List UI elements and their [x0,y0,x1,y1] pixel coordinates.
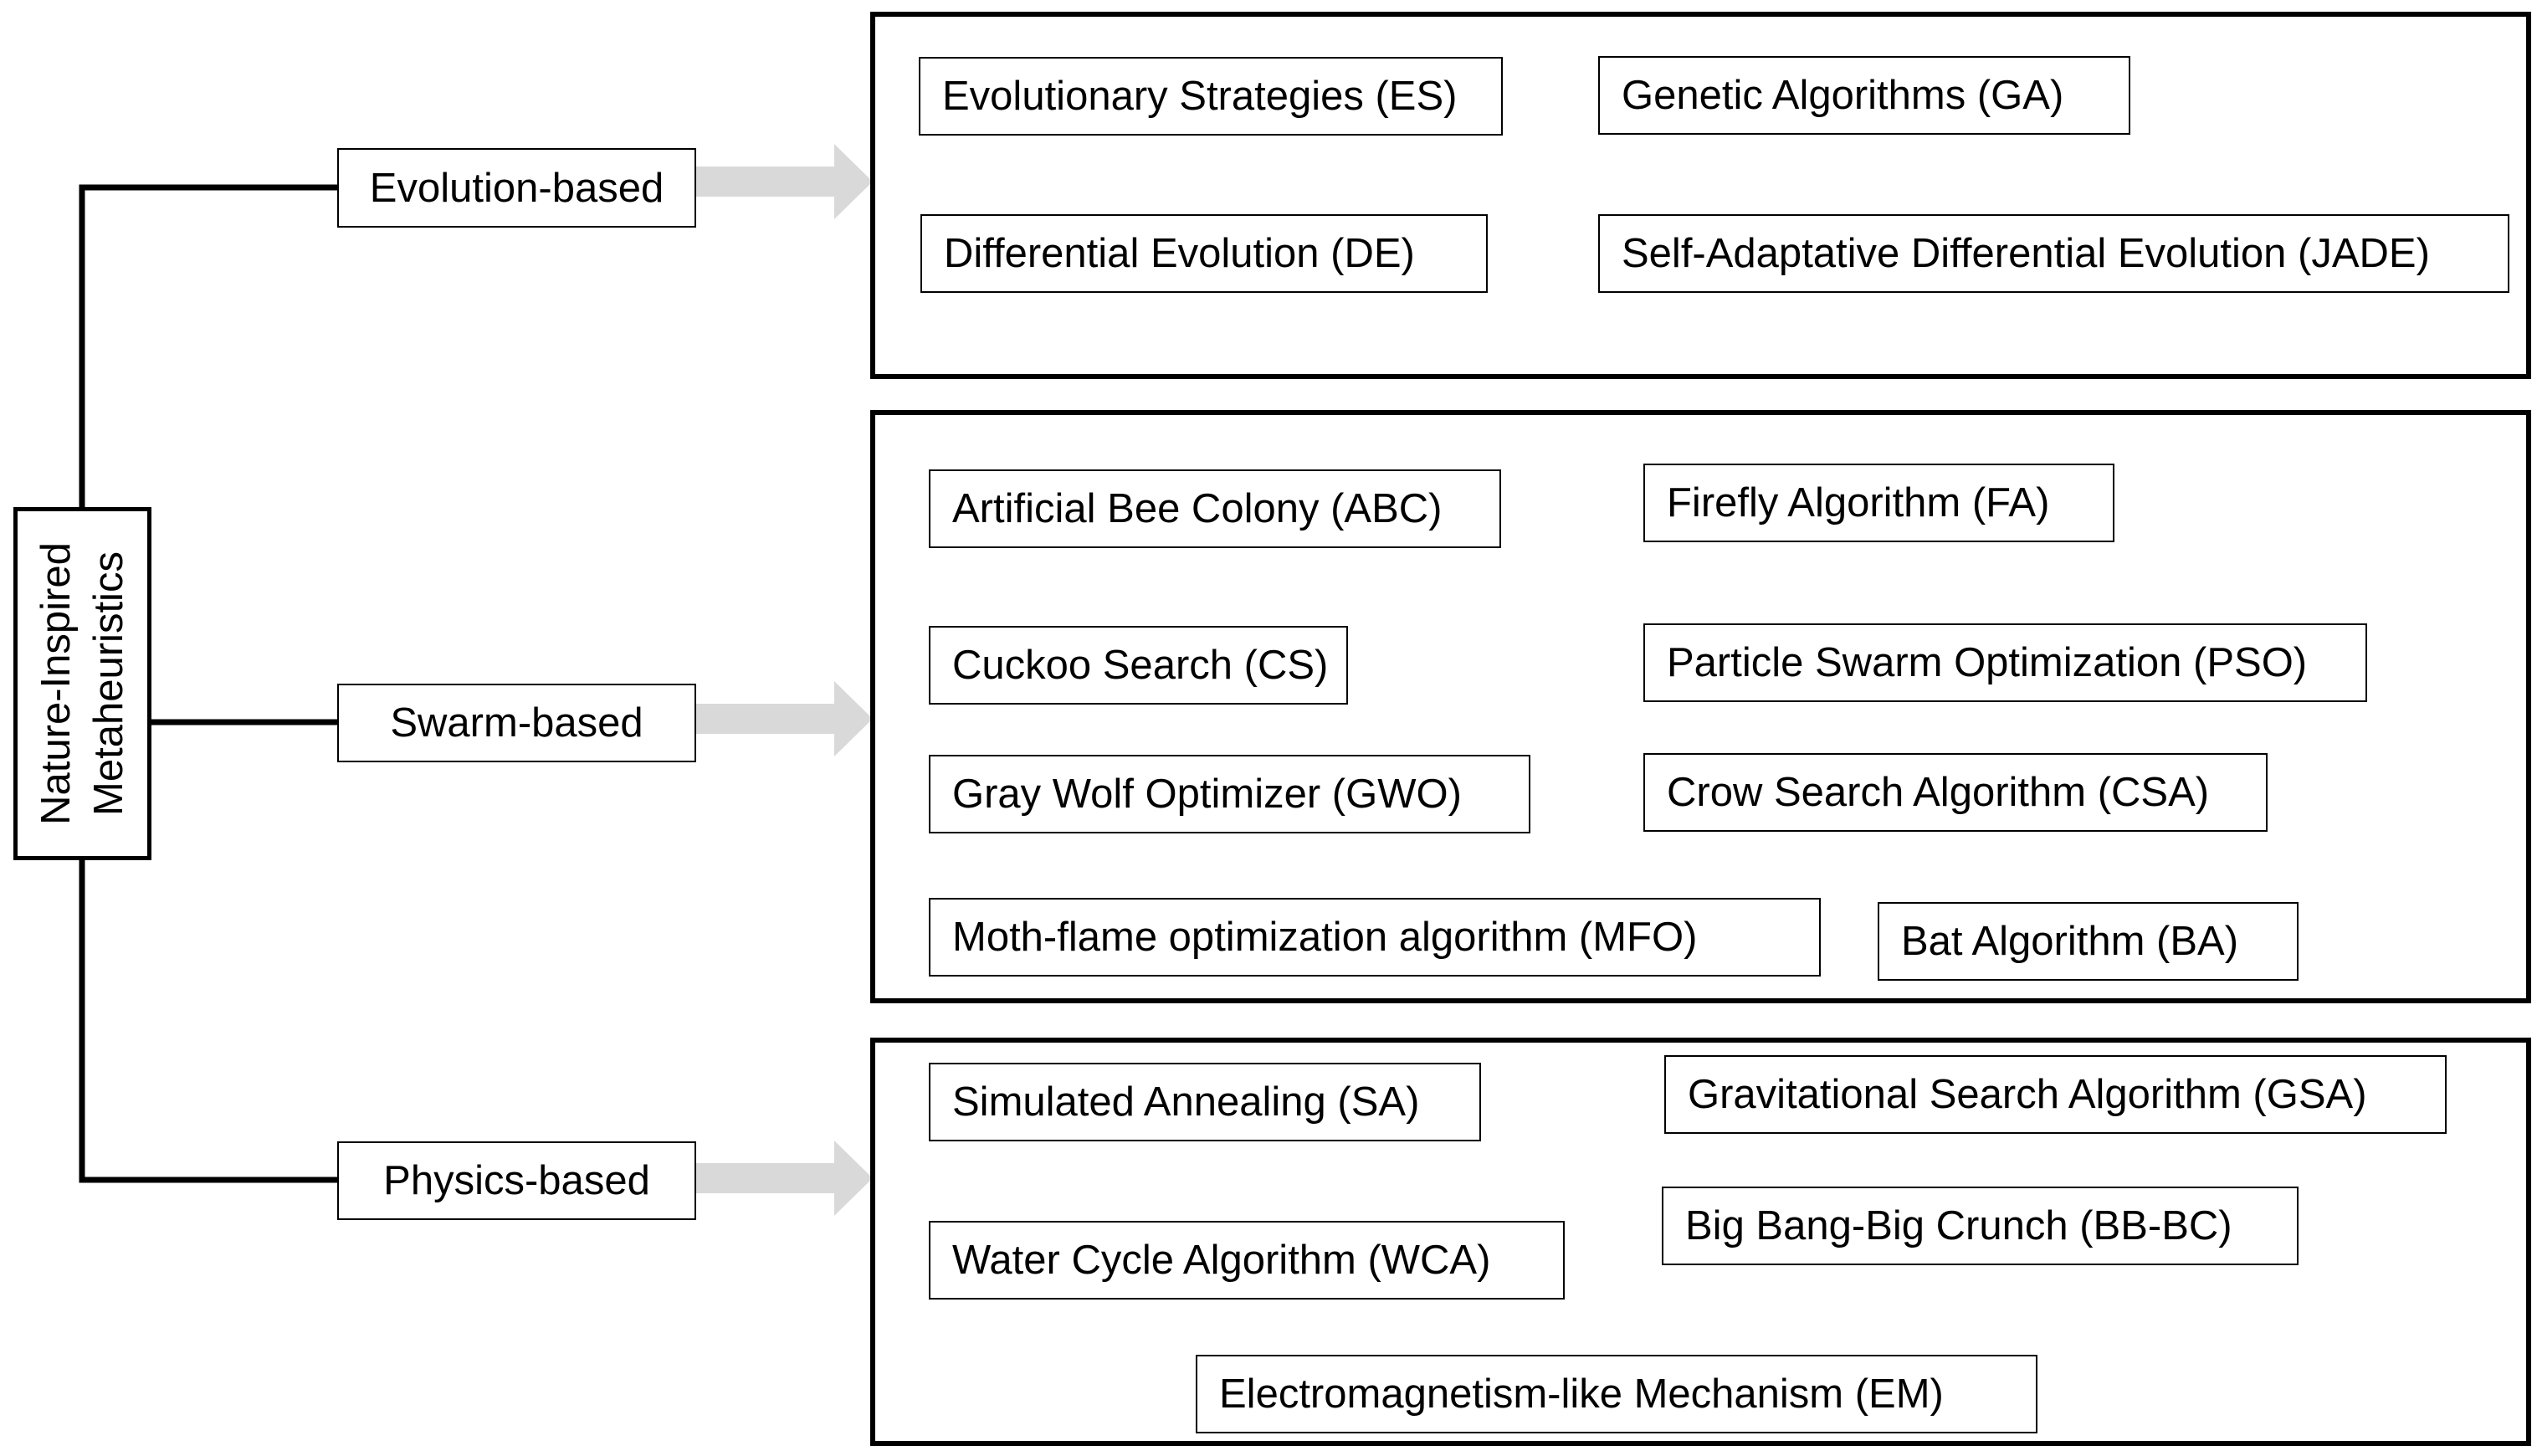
category-swarm-based: Swarm-based [337,684,696,762]
algorithm-bb-bc: Big Bang-Big Crunch (BB-BC) [1662,1187,2299,1265]
root-node: Nature-Inspired Metaheuristics [13,507,151,860]
algorithm-gsa: Gravitational Search Algorithm (GSA) [1664,1055,2447,1134]
root-label-line2: Metaheuristics [85,551,131,816]
algorithm-pso: Particle Swarm Optimization (PSO) [1643,623,2367,702]
algorithm-abc: Artificial Bee Colony (ABC) [929,469,1501,548]
algorithm-gwo: Gray Wolf Optimizer (GWO) [929,755,1530,833]
physics-group [870,1038,2531,1446]
evolution-group [870,12,2531,379]
algorithm-ba: Bat Algorithm (BA) [1878,902,2299,981]
arrow-evolution [696,144,873,219]
category-physics-based: Physics-based [337,1141,696,1220]
tree-connectors [79,184,341,1183]
algorithm-fa: Firefly Algorithm (FA) [1643,464,2114,542]
algorithm-sa: Simulated Annealing (SA) [929,1063,1481,1141]
algorithm-cs: Cuckoo Search (CS) [929,626,1348,705]
category-evolution-based: Evolution-based [337,148,696,228]
algorithm-jade: Self-Adaptative Differential Evolution (… [1598,214,2509,293]
algorithm-de: Differential Evolution (DE) [920,214,1488,293]
arrow-physics [696,1141,873,1216]
swarm-group [870,410,2531,1003]
algorithm-csa: Crow Search Algorithm (CSA) [1643,753,2268,832]
algorithm-ga: Genetic Algorithms (GA) [1598,56,2130,135]
algorithm-em: Electromagnetism-like Mechanism (EM) [1196,1355,2037,1433]
algorithm-es: Evolutionary Strategies (ES) [919,57,1503,136]
arrow-swarm [696,681,873,756]
algorithm-wca: Water Cycle Algorithm (WCA) [929,1221,1565,1300]
algorithm-mfo: Moth-flame optimization algorithm (MFO) [929,898,1821,977]
root-label: Nature-Inspired Metaheuristics [30,542,136,825]
root-label-line1: Nature-Inspired [33,542,79,825]
